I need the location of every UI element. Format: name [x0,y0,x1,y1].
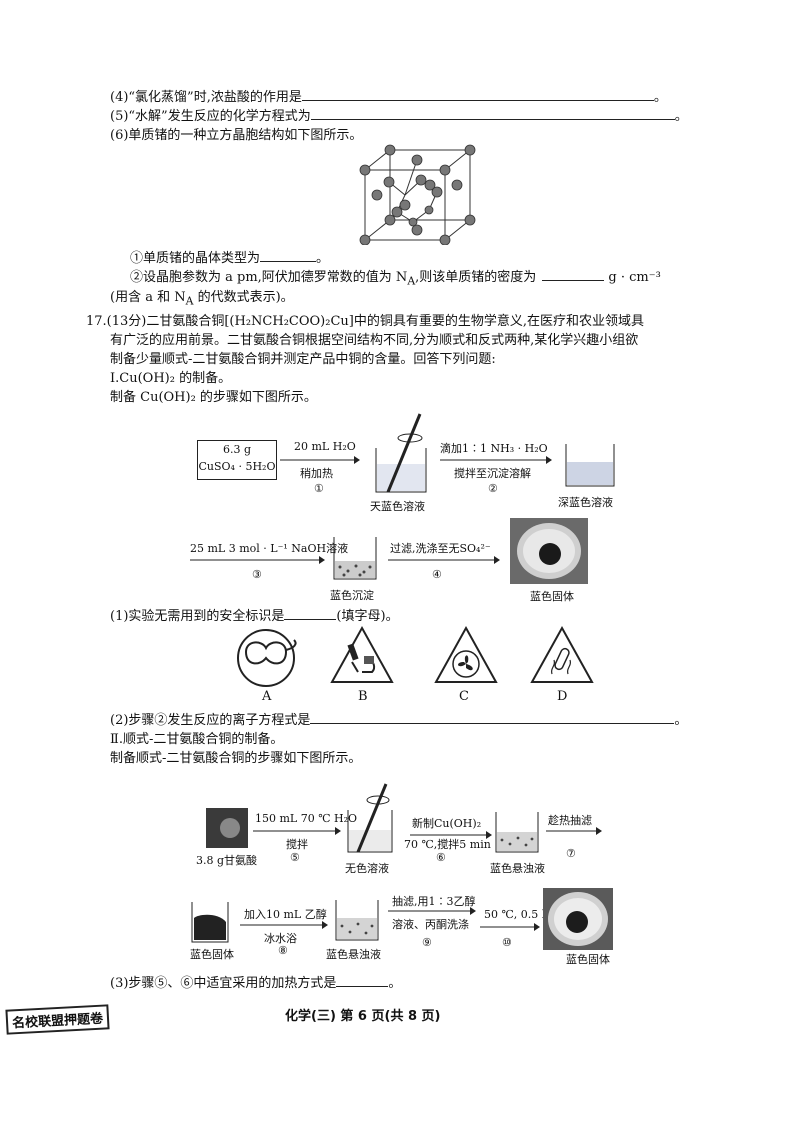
beaker-icon [335,900,379,941]
step10-condition: 50 ℃, 0.5 h [484,908,549,921]
beaker1-label: 天蓝色溶液 [370,500,425,513]
beaker5-label: 无色溶液 [345,862,389,875]
step7-number: ⑦ [566,847,576,860]
answer-blank[interactable] [310,711,675,724]
glycine-photo [206,808,248,848]
step9-number: ⑨ [422,936,432,949]
step2-condition: 搅拌至沉淀溶解 [454,467,531,480]
arrow [190,556,325,564]
step1-condition: 稍加热 [300,467,333,480]
step8-reagent: 加入10 mL 乙醇 [244,908,327,921]
arrow [480,923,540,931]
solid-label: 蓝色固体 [530,590,574,603]
sign-label-b: B [358,689,368,704]
beaker3-label: 蓝色沉淀 [330,589,374,602]
glycine-label: 3.8 g甘氨酸 [196,854,258,867]
step8-condition: 冰水浴 [264,932,297,945]
q16-6-3: (用含 a 和 NA 的代数式表示)。 [110,290,294,308]
beaker-icon [375,413,427,493]
step6-number: ⑥ [436,851,446,864]
answer-blank[interactable] [301,88,654,101]
solid-photo [543,888,613,950]
step3-number: ③ [252,568,262,581]
heat-sign-icon [530,625,594,683]
q16-item-6: (6)单质锗的一种立方晶胞结构如下图所示。 [110,128,363,143]
arrow [240,921,328,929]
q17-section-1: Ⅰ.Cu(OH)₂ 的制备。 [110,371,232,386]
step9-reagent: 抽滤,用1∶3乙醇 [392,895,476,908]
arrow [440,456,552,464]
q16-6-1: ①单质锗的晶体类型为。 [130,249,330,266]
beaker6-label: 蓝色悬浊液 [490,862,545,875]
beaker-icon [347,783,393,853]
q17-intro-2: 有广泛的应用前景。二甘氨酸合铜根据空间结构不同,分为顺式和反式两种,某化学兴趣小… [110,333,639,348]
answer-blank[interactable] [260,249,317,262]
page-footer: 化学(三) 第 6 页(共 8 页) [285,1009,441,1024]
step8-number: ⑧ [278,944,288,957]
sign-label-a: A [262,689,272,704]
q16-item-4: (4)“氯化蒸馏”时,浓盐酸的作用是。 [110,88,667,105]
step5-reagent: 150 mL 70 ℃ H₂O [255,812,358,825]
exam-stamp: 名校联盟押题卷 [5,1004,110,1035]
answer-blank[interactable] [284,607,337,620]
corrosive-sign-icon [330,625,394,683]
step2-number: ② [488,482,498,495]
beaker2-label: 深蓝色溶液 [558,496,613,509]
answer-blank[interactable] [310,107,675,120]
step1-reagent: 20 mL H₂O [294,440,356,453]
step7-condition: 趁热抽滤 [548,814,592,827]
step5-number: ⑤ [290,851,300,864]
step6-reagent: 新制Cu(OH)₂ [412,817,482,830]
q17-section-1-desc: 制备 Cu(OH)₂ 的步骤如下图所示。 [110,390,317,405]
arrow [253,827,341,835]
q17-intro-1: 17.(13分)二甘氨酸合铜[(H₂NCH₂COO)₂Cu]中的铜具有重要的生物… [86,314,644,329]
arrow [546,827,602,835]
q17-question-2: (2)步骤②发生反应的离子方程式是。 [110,711,688,728]
step1-number: ① [314,482,324,495]
q17-intro-3: 制备少量顺式-二甘氨酸合铜并测定产品中铜的含量。回答下列问题: [110,352,496,367]
beaker8-label: 蓝色悬浊液 [326,948,381,961]
arrow [280,456,360,464]
sign-label-d: D [557,689,568,704]
beaker-icon [191,902,229,943]
beaker7-label: 蓝色固体 [190,948,234,961]
q17-section-2-desc: 制备顺式-二甘氨酸合铜的步骤如下图所示。 [110,751,362,766]
q17-question-3: (3)步骤⑤、⑥中适宜采用的加热方式是。 [110,974,402,991]
arrow [388,907,476,915]
solid2-label: 蓝色固体 [566,953,610,966]
ventilation-sign-icon [434,625,498,683]
sign-label-c: C [459,689,469,704]
step2-reagent: 滴加1∶1 NH₃ · H₂O [440,442,548,455]
q17-section-2: Ⅱ.顺式-二甘氨酸合铜的制备。 [110,732,284,747]
q16-6-2: ②设晶胞参数为 a pm,阿伏加德罗常数的值为 NA,则该单质锗的密度为 g ·… [130,268,661,288]
step6-condition-visible: 70 ℃,搅拌5 min [404,838,491,851]
step3-reagent: 25 mL 3 mol · L⁻¹ NaOH溶液 [190,542,349,555]
arrow [410,831,492,839]
step4-number: ④ [432,568,442,581]
answer-blank[interactable] [336,974,389,987]
beaker-icon [495,812,539,853]
answer-blank[interactable] [542,268,605,281]
reagent-box: 6.3 g CuSO₄ · 5H₂O [197,440,277,480]
arrow [388,556,500,564]
step4-condition: 过滤,洗涤至无SO₄²⁻ [390,542,491,555]
solid-photo [510,518,588,584]
step10-number: ⑩ [502,936,512,949]
step9-condition: 溶液、丙酮洗涤 [392,918,469,931]
q16-item-5: (5)“水解”发生反应的化学方程式为。 [110,107,688,124]
beaker-icon [565,444,615,487]
beaker-icon [333,537,377,580]
crystal-cell-figure [359,144,476,245]
goggles-sign-icon [237,629,297,687]
q17-question-1: (1)实验无需用到的安全标识是(填字母)。 [110,607,399,624]
step5-condition: 搅拌 [286,838,308,851]
